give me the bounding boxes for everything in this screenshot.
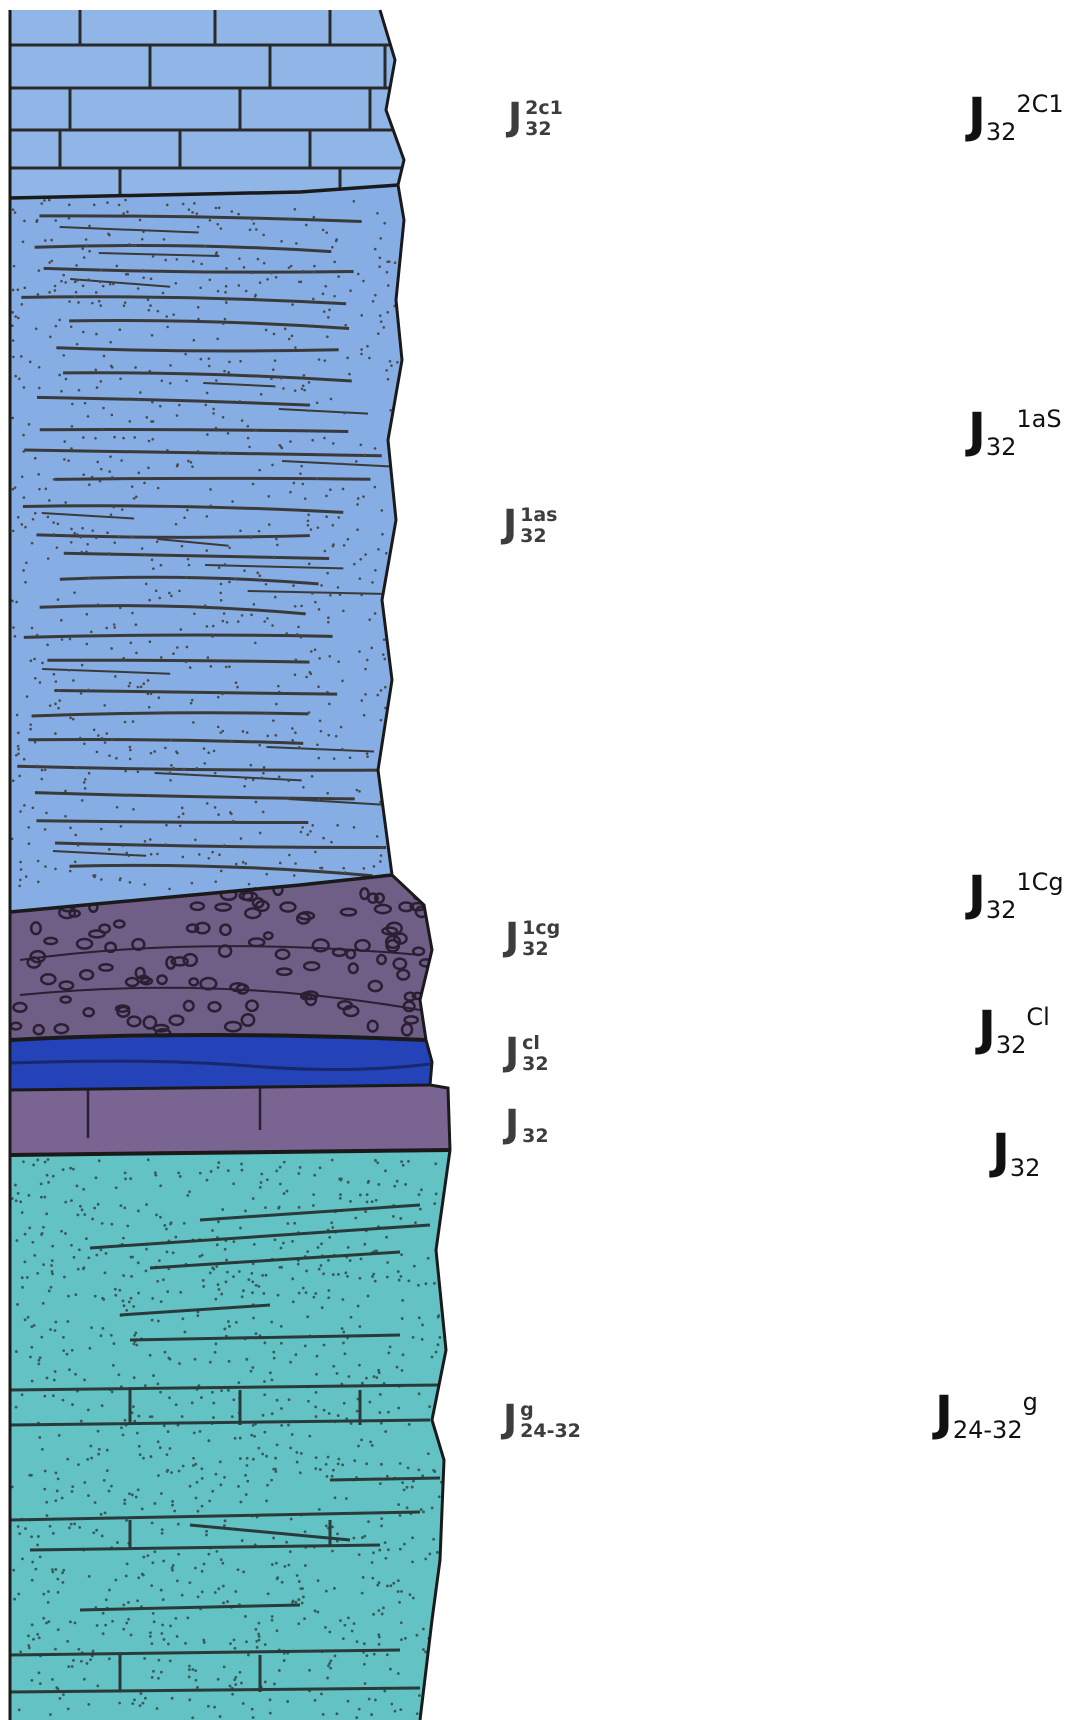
- right-label-g: J24-32g: [935, 1390, 1038, 1438]
- layer-2c1: [0, 0, 460, 210]
- layer-j32: [0, 1080, 460, 1160]
- right-label-2c1: J322C1: [968, 92, 1064, 140]
- layer-g: [0, 1145, 460, 1720]
- right-label-1cg: J321Cg: [968, 870, 1064, 918]
- right-label-1as: J321aS: [968, 407, 1062, 455]
- inner-label-j32: J 32: [505, 1105, 549, 1147]
- right-label-cl: J32Cl: [978, 1005, 1050, 1053]
- right-label-j32: J32: [992, 1128, 1040, 1176]
